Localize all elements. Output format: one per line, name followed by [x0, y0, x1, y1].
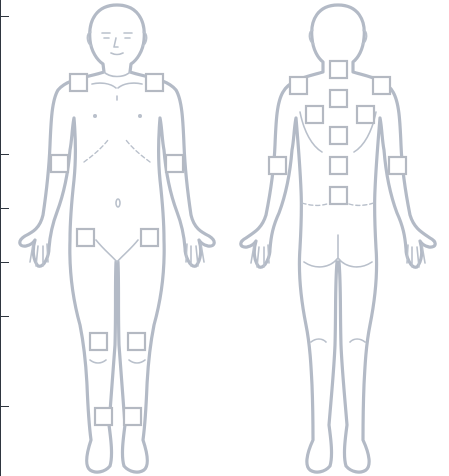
back-knees	[311, 339, 365, 342]
front-ears	[87, 32, 146, 46]
front-navel	[116, 199, 120, 207]
site-front-right-knee[interactable]	[90, 333, 107, 350]
site-back-mid-spine[interactable]	[330, 157, 347, 174]
front-body-outline	[20, 5, 214, 472]
site-back-left-scapula[interactable]	[306, 106, 323, 123]
site-front-right-upper-arm[interactable]	[51, 155, 68, 172]
site-back-left-elbow[interactable]	[269, 157, 286, 174]
site-back-lower-spine[interactable]	[330, 187, 347, 204]
front-nipple-left	[138, 114, 142, 118]
front-figure	[20, 5, 214, 472]
site-back-lower-neck[interactable]	[330, 90, 347, 107]
site-front-left-shoulder[interactable]	[146, 74, 163, 91]
site-back-left-shoulder[interactable]	[290, 77, 307, 94]
site-front-left-knee[interactable]	[128, 333, 145, 350]
site-back-right-scapula[interactable]	[357, 106, 374, 123]
site-back-right-elbow[interactable]	[389, 157, 406, 174]
site-back-upper-neck[interactable]	[330, 61, 347, 78]
front-ribcage-lines	[84, 140, 150, 162]
site-back-right-shoulder[interactable]	[373, 77, 390, 94]
site-front-left-upper-arm[interactable]	[166, 155, 183, 172]
site-front-right-thigh[interactable]	[77, 229, 94, 246]
front-nipple-right	[93, 114, 97, 118]
front-face	[102, 33, 132, 55]
site-front-right-shoulder[interactable]	[70, 74, 87, 91]
site-front-left-thigh[interactable]	[141, 229, 158, 246]
back-ears	[309, 30, 366, 44]
front-groin	[96, 240, 138, 262]
site-back-upper-spine[interactable]	[330, 127, 347, 144]
site-front-left-ankle[interactable]	[124, 408, 141, 425]
front-knees	[90, 360, 145, 363]
site-front-right-ankle[interactable]	[95, 408, 112, 425]
back-sites	[269, 61, 406, 204]
